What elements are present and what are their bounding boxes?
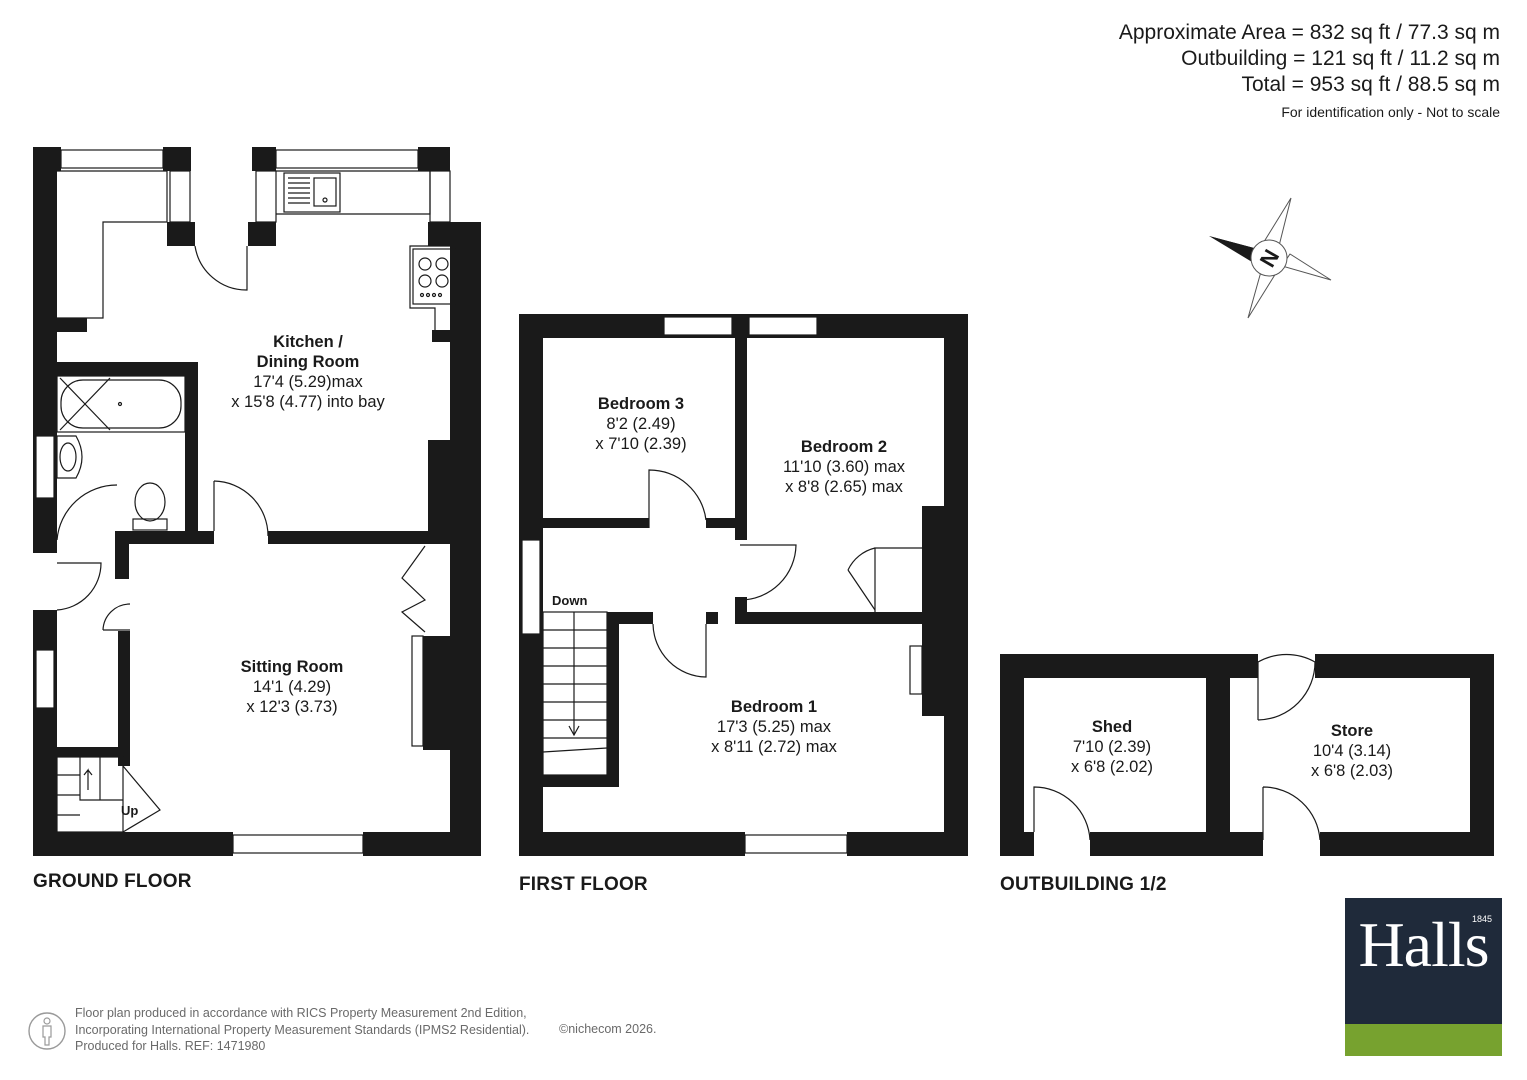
compass-rose: N (1209, 197, 1332, 319)
logo-year: 1845 (1471, 914, 1492, 924)
room-dimension: x 15'8 (4.77) into bay (231, 393, 385, 411)
first-floor-stairs (542, 611, 608, 776)
room-dimension: 17'4 (5.29)max (253, 373, 363, 391)
footer-disclaimer: Floor plan produced in accordance with R… (75, 1005, 656, 1055)
ground-floor-walls (33, 147, 481, 856)
not-to-scale-note: For identification only - Not to scale (1281, 104, 1500, 120)
footer-line: Incorporating International Property Mea… (75, 1022, 530, 1037)
person-icon (28, 1012, 66, 1050)
room-bedroom-3: Bedroom 3 8'2 (2.49) x 7'10 (2.39) (595, 394, 686, 454)
first-floor-doors (648, 469, 797, 678)
room-dimension: 8'2 (2.49) (606, 415, 676, 433)
room-store: Store 10'4 (3.14) x 6'8 (2.03) (1311, 721, 1393, 781)
footer-line: Produced for Halls. REF: 1471980 (75, 1039, 266, 1053)
room-name: Bedroom 2 (800, 438, 888, 456)
ground-floor-doors (56, 245, 427, 633)
footer-line: Floor plan produced in accordance with R… (75, 1006, 527, 1020)
first-floor-windows (521, 316, 848, 854)
room-dimension: 14'1 (4.29) (252, 678, 332, 696)
ground-floor-fixtures (56, 170, 458, 833)
room-bedroom-2: Bedroom 2 11'10 (3.60) max x 8'8 (2.65) … (783, 437, 905, 497)
logo-band (1345, 1024, 1502, 1056)
room-dimension: x 12'3 (3.73) (246, 698, 338, 716)
room-dimension: x 7'10 (2.39) (595, 435, 687, 453)
room-dimension: x 8'8 (2.65) max (785, 478, 903, 496)
outbuilding-doors (1033, 653, 1321, 841)
room-dimension: 10'4 (3.14) (1312, 742, 1392, 760)
stairs-up-label: Up (121, 803, 139, 818)
approximate-area: Approximate Area = 832 sq ft / 77.3 sq m (1118, 21, 1500, 44)
outbuilding-area: Outbuilding = 121 sq ft / 11.2 sq m (1181, 47, 1500, 70)
room-dimension: 17'3 (5.25) max (716, 718, 832, 736)
room-dimension: x 8'11 (2.72) max (711, 738, 837, 756)
stairs-down-label: Down (552, 593, 588, 608)
outbuilding-walls (1000, 654, 1494, 856)
logo-brand: Halls (1358, 909, 1489, 980)
room-bedroom-1: Bedroom 1 17'3 (5.25) max x 8'11 (2.72) … (711, 697, 837, 757)
ground-floor-windows (35, 149, 451, 854)
room-sitting: Sitting Room 14'1 (4.29) x 12'3 (3.73) (241, 657, 344, 717)
first-floor-walls (519, 314, 968, 856)
ground-floor-label: GROUND FLOOR (33, 871, 192, 892)
room-name: Bedroom 1 (730, 698, 818, 716)
first-floor-label: FIRST FLOOR (519, 874, 648, 895)
room-name: Store (1330, 722, 1374, 740)
room-dimension: x 6'8 (2.02) (1070, 758, 1154, 776)
room-dimension: 11'10 (3.60) max (782, 458, 906, 476)
room-name: Bedroom 3 (597, 395, 685, 413)
room-name: Dining Room (256, 353, 360, 371)
total-area: Total = 953 sq ft / 88.5 sq m (1241, 73, 1500, 96)
room-dimension: x 6'8 (2.03) (1310, 762, 1394, 780)
room-name: Shed (1091, 718, 1133, 736)
area-summary: Approximate Area = 832 sq ft / 77.3 sq m… (1119, 20, 1500, 120)
room-name: Kitchen / (273, 333, 343, 351)
room-shed: Shed 7'10 (2.39) x 6'8 (2.02) (1071, 717, 1153, 777)
footer-copyright: ©nichecom 2026. (559, 1022, 657, 1036)
room-kitchen-dining: Kitchen / Dining Room 17'4 (5.29)max x 1… (231, 332, 385, 412)
outbuilding-label: OUTBUILDING 1/2 (1000, 874, 1167, 895)
room-dimension: 7'10 (2.39) (1072, 738, 1152, 756)
room-name: Sitting Room (240, 658, 344, 676)
halls-logo: Halls 1845 (1345, 898, 1502, 1056)
